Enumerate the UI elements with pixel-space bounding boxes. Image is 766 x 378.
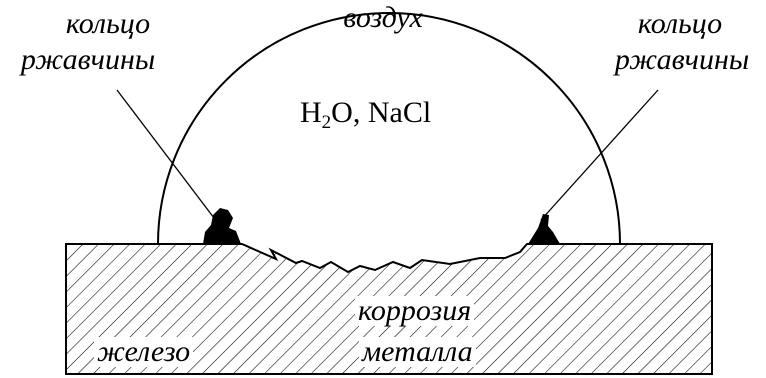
formula-h: H [300, 96, 322, 129]
rust-ring-label-right-line1: кольцо [637, 7, 723, 40]
rust-deposit-left [203, 208, 241, 244]
leader-line-left [116, 89, 215, 219]
rust-ring-label-left-line2: ржавчины [20, 43, 156, 76]
leader-line-right [540, 89, 659, 221]
iron-label: железо [94, 337, 194, 367]
formula-rest: O, NaCl [331, 96, 432, 129]
formula-subscript: 2 [321, 112, 332, 133]
rust-ring-label-left-line1: кольцо [65, 7, 151, 40]
air-label: воздух [343, 1, 423, 34]
corrosion-label-line1: коррозия [355, 296, 475, 326]
solution-formula: H2O, NaCl [300, 96, 432, 133]
rust-ring-label-right-line2: ржавчины [614, 43, 750, 76]
water-droplet [157, 12, 621, 245]
corrosion-label-line2: металла [359, 337, 476, 367]
rust-deposit-right [528, 214, 560, 244]
